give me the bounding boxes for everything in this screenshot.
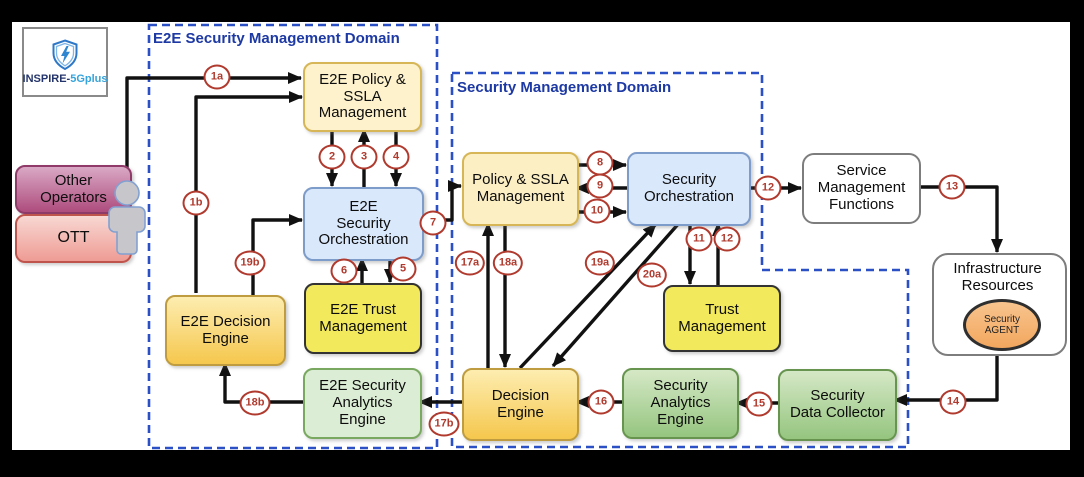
interface-label-20a: 20a <box>636 262 668 288</box>
interface-label-16: 16 <box>587 389 615 415</box>
interface-label-14: 14 <box>939 389 967 415</box>
interface-label-9: 9 <box>586 173 614 199</box>
node-e2e-security-analytics-engine: E2E Security Analytics Engine <box>303 368 422 439</box>
interface-label-3: 3 <box>350 144 378 170</box>
decision-label: Decision Engine <box>491 386 550 421</box>
interface-label-1b: 1b <box>182 190 210 216</box>
node-e2e-security-orchestration: E2E Security Orchestration <box>303 187 424 261</box>
infrastructure-label: Infrastructure Resources <box>953 260 1042 295</box>
security-agent-ellipse: Security AGENT <box>963 299 1041 351</box>
node-other-operators: Other Operators <box>15 165 132 214</box>
arrow-1a <box>125 72 302 183</box>
node-e2e-trust-management: E2E Trust Management <box>304 283 422 354</box>
interface-label-12-right: 12 <box>754 175 782 201</box>
e2e-trust-label: E2E Trust Management <box>319 300 407 335</box>
interface-label-12-up: 12 <box>713 226 741 252</box>
interface-label-18a: 18a <box>492 250 524 276</box>
e2e-analytics-label: E2E Security Analytics Engine <box>319 377 406 428</box>
shield-bolt-icon <box>52 39 78 71</box>
interface-label-19b: 19b <box>234 250 266 276</box>
interface-label-7: 7 <box>419 210 447 236</box>
arrow-14 <box>893 352 999 406</box>
security-agent-label: Security AGENT <box>983 313 1021 337</box>
ott-label: OTT <box>57 229 90 247</box>
interface-label-13: 13 <box>938 174 966 200</box>
node-security-analytics-engine: Security Analytics Engine <box>622 368 739 439</box>
node-trust-management: Trust Management <box>663 285 781 352</box>
interface-label-8: 8 <box>586 150 614 176</box>
node-e2e-policy-ssla-management: E2E Policy & SSLA Management <box>303 62 422 132</box>
policy-label: Policy & SSLA Management <box>472 171 569 205</box>
data-collector-label: Security Data Collector <box>789 387 886 421</box>
interface-label-11: 11 <box>685 226 713 252</box>
orchestration-label: Security Orchestration <box>643 171 735 205</box>
interface-label-18b: 18b <box>239 390 271 416</box>
logo-wordmark: INSPIRE-5Gplus <box>23 73 108 85</box>
interface-label-1a: 1a <box>203 64 231 90</box>
smd-domain-border <box>450 71 910 449</box>
other-operators-label: Other Operators <box>40 171 107 206</box>
service-mgmt-label: Service Management Functions <box>817 162 906 213</box>
node-service-management-functions: Service Management Functions <box>802 153 921 224</box>
logo-text-secondary: 5Gplus <box>70 73 108 85</box>
interface-label-15: 15 <box>745 391 773 417</box>
arrow-20a <box>551 220 682 368</box>
e2e-domain-title: E2E Security Management Domain <box>153 30 400 47</box>
e2e-orchestration-label: E2E Security Orchestration <box>318 197 409 249</box>
node-security-orchestration: Security Orchestration <box>627 152 751 226</box>
interface-label-6: 6 <box>330 258 358 284</box>
arrow-1b <box>194 91 303 293</box>
interface-label-17b: 17b <box>428 411 460 437</box>
interface-label-19a: 19a <box>584 250 616 276</box>
trust-label: Trust Management <box>678 300 766 335</box>
node-e2e-decision-engine: E2E Decision Engine <box>165 295 286 366</box>
interface-label-10: 10 <box>583 198 611 224</box>
analytics-label: Security Analytics Engine <box>650 377 711 428</box>
e2e-domain-border <box>147 23 439 450</box>
interface-label-17a: 17a <box>454 250 486 276</box>
interface-label-4: 4 <box>382 144 410 170</box>
node-security-data-collector: Security Data Collector <box>778 369 897 441</box>
interface-label-5: 5 <box>389 256 417 282</box>
node-decision-engine: Decision Engine <box>462 368 579 441</box>
user-icon <box>108 180 146 255</box>
e2e-decision-label: E2E Decision Engine <box>180 312 271 347</box>
smd-domain-title: Security Management Domain <box>457 79 672 96</box>
logo-text-primary: INSPIRE- <box>22 73 71 85</box>
interface-label-2: 2 <box>318 144 346 170</box>
node-policy-ssla-management: Policy & SSLA Management <box>462 152 579 226</box>
arrow-19a <box>518 222 658 370</box>
arrow-18b <box>219 362 303 404</box>
e2e-policy-label: E2E Policy & SSLA Management <box>318 70 407 122</box>
inspire-5gplus-logo: INSPIRE-5Gplus <box>22 27 108 97</box>
